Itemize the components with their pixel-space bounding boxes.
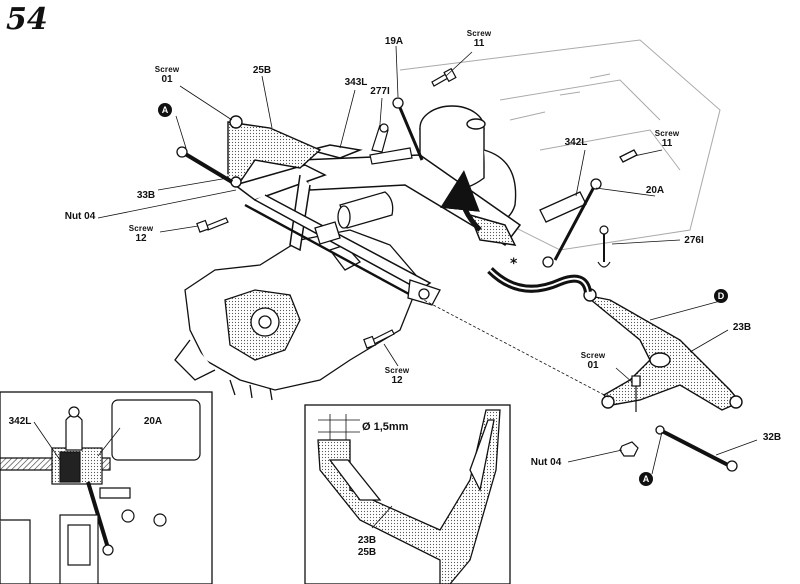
- leader-lines: [97, 45, 758, 475]
- label-detail-23b: 23B: [357, 535, 377, 546]
- rod-342l-20a: [539, 149, 638, 268]
- label-screw-word: Screw: [580, 351, 606, 360]
- asterisk-mark: *: [510, 256, 518, 272]
- label-screw-12-bottom: Screw 12: [380, 366, 414, 386]
- label-nut-04-left: Nut 04: [64, 211, 96, 222]
- label-inset-20a: 20A: [143, 416, 163, 427]
- label-detail-diameter: Ø 1,5mm: [362, 421, 409, 433]
- cross-member-frame: [233, 144, 522, 291]
- label-screw-number: 12: [391, 375, 403, 386]
- label-screw-number: 01: [587, 360, 599, 371]
- lower-arm-23b: [583, 288, 743, 411]
- label-19a: 19A: [384, 36, 404, 47]
- label-screw-word: Screw: [466, 29, 492, 38]
- label-detail-25b: 25B: [357, 547, 377, 558]
- nut-04-right: [619, 441, 639, 457]
- link-276i: [597, 225, 611, 268]
- screw-01-right: [631, 375, 641, 412]
- label-screw-01-top: Screw 01: [150, 65, 184, 85]
- label-screw-11-top: Screw 11: [462, 29, 496, 49]
- label-screw-number: 11: [473, 38, 485, 49]
- step-number: 54: [6, 2, 48, 37]
- label-343l: 343L: [344, 77, 368, 88]
- marker-a-bottom: A: [639, 472, 653, 486]
- label-screw-number: 12: [135, 233, 147, 244]
- inset-panel: [0, 391, 213, 584]
- rod-19a: [392, 97, 424, 161]
- label-nut-04-right: Nut 04: [530, 457, 562, 468]
- label-32b: 32B: [762, 432, 782, 443]
- label-screw-12-left: Screw 12: [124, 224, 158, 244]
- solenoid: [337, 191, 394, 229]
- label-20a: 20A: [645, 185, 665, 196]
- engine-block-outline: [399, 39, 721, 251]
- lower-link: [244, 203, 441, 306]
- marker-a-top: A: [158, 103, 172, 117]
- screw-12-bottom: [363, 329, 395, 349]
- gearbox-housing: [174, 229, 421, 401]
- screw-11-top: [431, 67, 457, 87]
- label-screw-word: Screw: [154, 65, 180, 74]
- label-screw-word: Screw: [654, 129, 680, 138]
- routing-arrows: [440, 170, 592, 293]
- rod-32b: [655, 425, 738, 472]
- screw-12-left: [196, 217, 229, 233]
- label-277i: 277I: [370, 86, 390, 97]
- label-inset-342l: 342L: [8, 416, 32, 427]
- label-276i: 276I: [684, 235, 704, 246]
- rod-33b: [176, 146, 237, 184]
- marker-d: D: [714, 289, 728, 303]
- label-25b: 25B: [252, 65, 272, 76]
- bracket-277i: [369, 123, 413, 165]
- detail-panel: [304, 404, 511, 584]
- label-33b: 33B: [136, 190, 156, 201]
- label-screw-01-right: Screw 01: [576, 351, 610, 371]
- label-screw-number: 01: [161, 74, 173, 85]
- label-screw-word: Screw: [128, 224, 154, 233]
- label-23b-right: 23B: [732, 322, 752, 333]
- label-screw-11-right: Screw 11: [650, 129, 684, 149]
- label-342l: 342L: [564, 137, 588, 148]
- label-screw-number: 11: [661, 138, 673, 149]
- label-screw-word: Screw: [384, 366, 410, 375]
